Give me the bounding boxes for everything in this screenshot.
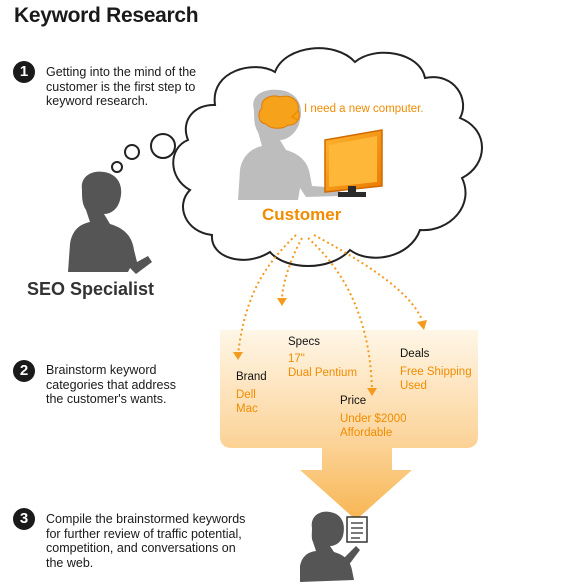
step-1-badge: 1: [13, 61, 35, 83]
category-brand: Brand: [236, 371, 267, 383]
keyword: Dual Pentium: [288, 367, 358, 379]
seo-specialist-person-icon: [68, 171, 152, 274]
step-3-line: for further review of traffic potential,: [46, 526, 242, 541]
category-brand-keywords: Dell Mac: [236, 388, 258, 416]
step-2-badge: 2: [13, 360, 35, 382]
step-1-line: keyword research.: [46, 94, 149, 108]
dotted-arrows: [237, 234, 423, 391]
computer-monitor-icon: [324, 129, 383, 197]
brain-icon: [258, 95, 300, 129]
step-3-line: the web.: [46, 555, 94, 570]
keyword: Affordable: [340, 427, 393, 439]
category-deals-keywords: Free Shipping Used: [400, 365, 472, 393]
funnel-shape: [220, 330, 478, 520]
step-1-line: customer is the first step to: [46, 79, 196, 94]
category-specs: Specs: [288, 336, 320, 348]
page-title: Keyword Research: [14, 4, 199, 27]
keyword: Free Shipping: [400, 366, 472, 378]
step-3-line: Compile the brainstormed keywords: [46, 512, 246, 526]
customer-label: Customer: [262, 205, 342, 224]
step-2-text: Brainstorm keyword categories that addre…: [46, 363, 176, 407]
worker-person-icon: [300, 511, 360, 582]
keyword: Used: [400, 380, 427, 392]
step-1-line: Getting into the mind of the: [46, 65, 197, 79]
step-3-line: competition, and conversations on: [46, 541, 236, 555]
step-2-line: Brainstorm keyword: [46, 363, 157, 377]
arrow-heads: [233, 298, 427, 396]
seo-specialist-label: SEO Specialist: [27, 279, 155, 299]
step-2-line: categories that address: [46, 377, 176, 392]
category-price-keywords: Under $2000 Affordable: [340, 412, 407, 440]
keyword: Dell: [236, 389, 256, 401]
keyword: Mac: [236, 403, 258, 415]
keyword: Under $2000: [340, 413, 407, 425]
step-2-line: the customer's wants.: [46, 392, 167, 406]
step-3-badge: 3: [13, 508, 35, 530]
keyword: 17": [288, 353, 305, 365]
document-icon: [346, 516, 368, 543]
category-deals: Deals: [400, 348, 430, 360]
category-specs-keywords: 17" Dual Pentium: [288, 352, 357, 380]
speech-text: I need a new computer.: [304, 103, 424, 115]
step-1-text: Getting into the mind of the customer is…: [46, 65, 196, 109]
step-3-text: Compile the brainstormed keywords for fu…: [46, 512, 245, 570]
category-price: Price: [340, 395, 367, 407]
speech-pointer: [290, 110, 299, 121]
